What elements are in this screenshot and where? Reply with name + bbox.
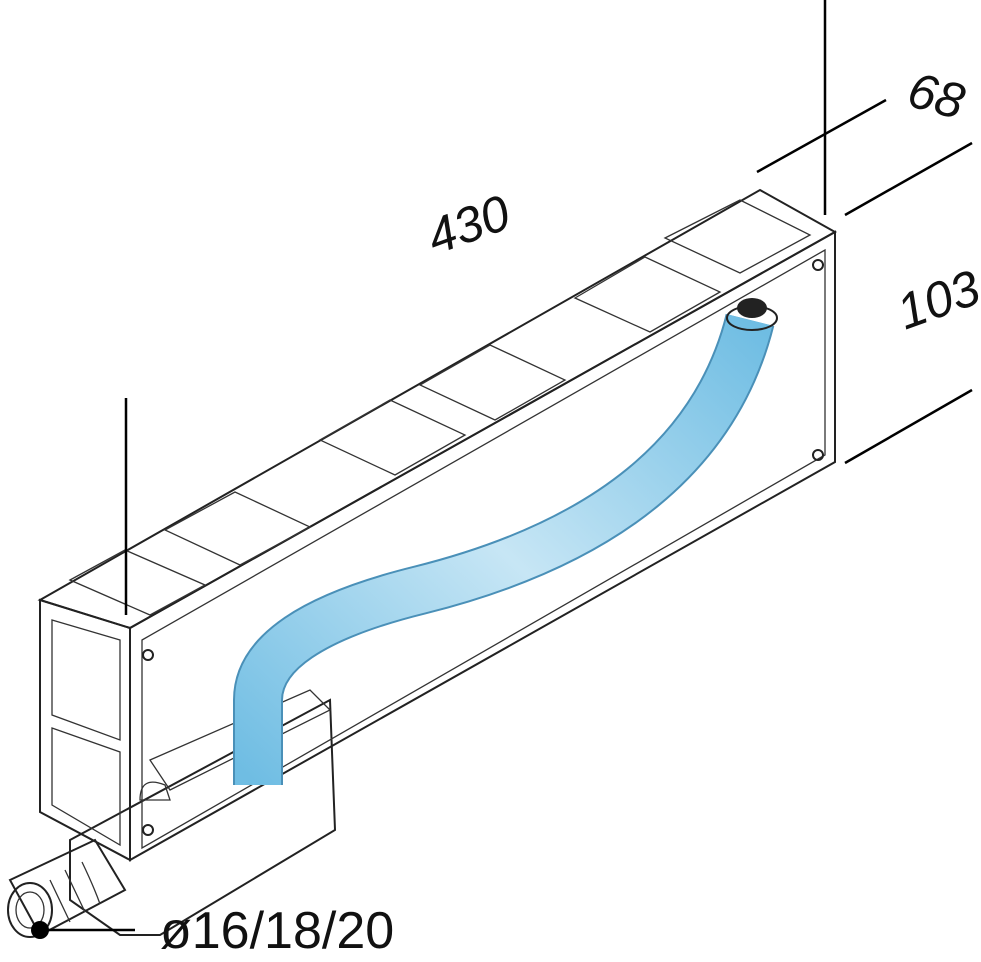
outlet-diameter-label: ø16/18/20	[160, 902, 394, 960]
hose	[233, 298, 778, 785]
outlet-nozzle	[7, 838, 127, 938]
hose-cap	[737, 298, 767, 318]
dimension-lines	[31, 0, 973, 939]
dimension-height: 103	[890, 259, 981, 340]
dimension-length: 430	[420, 184, 518, 265]
dimension-depth: 68	[902, 62, 970, 131]
box-body	[37, 188, 838, 862]
